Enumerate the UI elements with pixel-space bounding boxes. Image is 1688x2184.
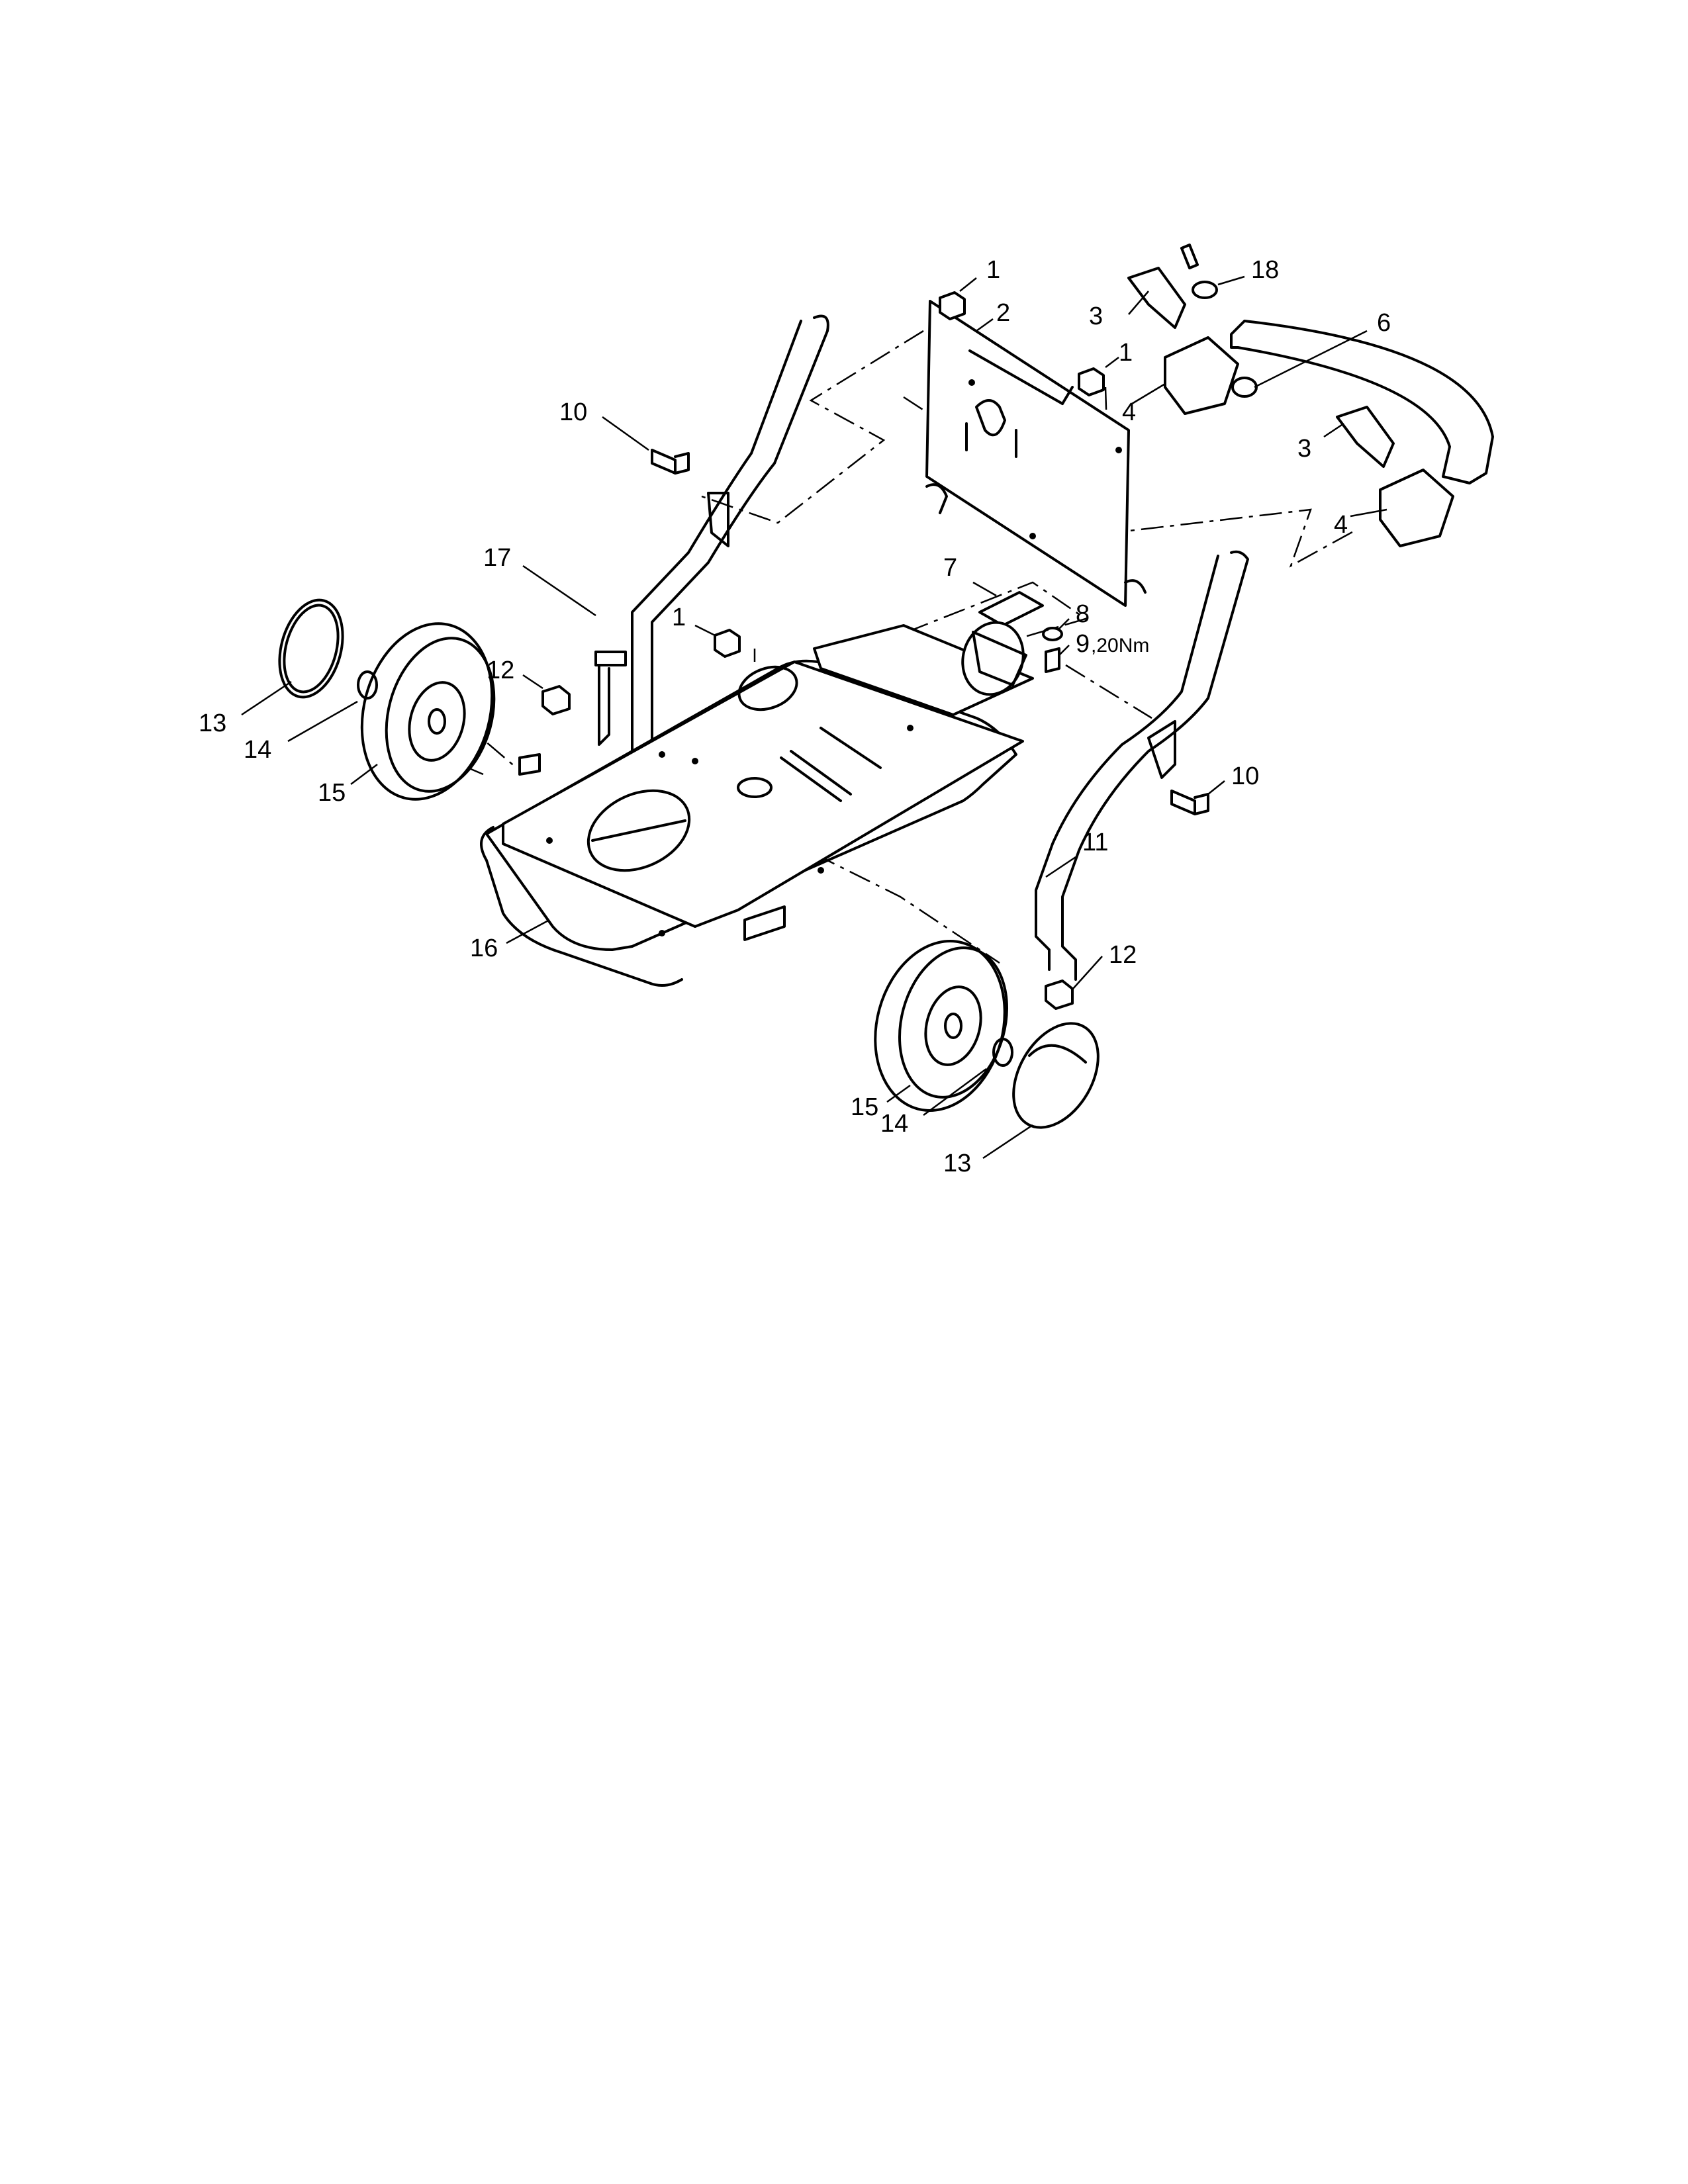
right-handle-tube <box>1035 550 1249 981</box>
callout-2: 2 <box>996 299 1010 327</box>
left-wheel <box>360 622 496 801</box>
axle-stubs <box>518 753 786 941</box>
callout-18: 18 <box>1251 256 1279 284</box>
callout-13: 13 <box>199 709 226 737</box>
callout-14: 14 <box>244 736 271 764</box>
callout-1: 1 <box>986 256 1000 284</box>
torque-note: ,20Nm <box>1091 635 1149 657</box>
callout-15: 15 <box>318 779 346 807</box>
retaining-washers <box>357 670 1013 1067</box>
small-nuts <box>714 291 1105 658</box>
top-screw <box>1180 244 1218 299</box>
swivel-caster <box>961 591 1044 696</box>
callout-16: 16 <box>470 934 498 962</box>
callout-10: 10 <box>559 398 587 426</box>
callout-17: 17 <box>483 544 511 572</box>
handle-clips <box>1127 267 1395 468</box>
callout-12: 12 <box>487 657 514 684</box>
hub-caps <box>278 598 1100 1129</box>
callout-14: 14 <box>880 1110 908 1138</box>
left-handle-tube <box>594 314 829 829</box>
base-frame <box>480 624 1034 987</box>
callout-9: 9 <box>1076 630 1090 658</box>
callout-4: 4 <box>1334 511 1348 539</box>
callout-labels: 1 1 1 2 3 3 4 4 6 7 8 9 ,20Nm 10 10 11 1… <box>199 256 1391 1177</box>
callout-11: 11 <box>1082 829 1108 856</box>
callout-6: 6 <box>1377 309 1391 337</box>
rear-bracket-plate <box>925 300 1147 607</box>
callout-13: 13 <box>943 1150 971 1177</box>
callout-1: 1 <box>672 604 686 631</box>
callout-4: 4 <box>1122 398 1136 426</box>
callout-3: 3 <box>1297 435 1311 463</box>
callout-leaders <box>241 275 1387 1160</box>
right-wheel <box>874 940 1009 1112</box>
bolts <box>651 449 1209 815</box>
handle-brackets <box>1164 336 1454 547</box>
callout-15: 15 <box>851 1093 878 1121</box>
axle-nuts <box>541 685 1074 1010</box>
caster-washer-and-screw <box>1042 627 1063 673</box>
callout-7: 7 <box>943 554 957 582</box>
callout-3: 3 <box>1089 302 1103 330</box>
callout-8: 8 <box>1076 600 1090 628</box>
callout-1: 1 <box>1119 339 1133 367</box>
handle-bar <box>1230 320 1494 484</box>
callout-12: 12 <box>1109 941 1137 969</box>
callout-10: 10 <box>1231 762 1259 790</box>
